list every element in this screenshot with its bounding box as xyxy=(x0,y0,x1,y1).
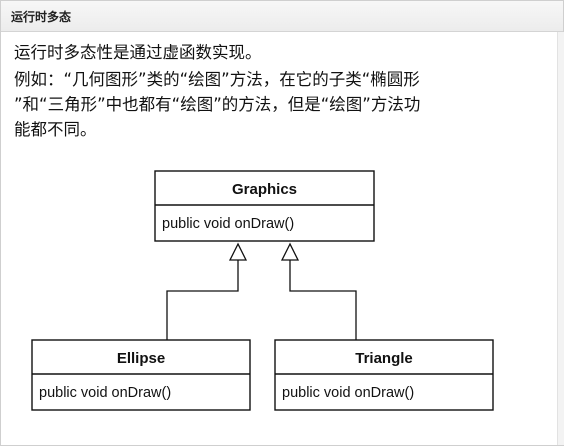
arrow-head-ellipse xyxy=(228,242,248,261)
window-title: 运行时多态 xyxy=(11,10,72,24)
class-box-ellipse: Ellipse public void onDraw() xyxy=(31,339,251,411)
class-box-triangle: Triangle public void onDraw() xyxy=(274,339,494,411)
class-method-triangle: public void onDraw() xyxy=(282,385,414,401)
intro-text: 运行时多态性是通过虚函数实现。 xyxy=(14,43,262,62)
class-name-triangle: Triangle xyxy=(355,350,413,367)
example-line-3: 能都不同。 xyxy=(14,120,97,139)
inheritance-arrow-ellipse xyxy=(166,242,248,340)
class-box-graphics-border xyxy=(154,170,375,242)
class-box-triangle-border xyxy=(274,339,494,411)
arrow-head-triangle xyxy=(280,242,300,261)
class-method-ellipse: public void onDraw() xyxy=(39,385,171,401)
class-method-graphics: public void onDraw() xyxy=(162,216,294,232)
window-titlebar: 运行时多态 xyxy=(1,1,563,32)
inheritance-arrow-triangle xyxy=(280,242,357,340)
scrollbar[interactable] xyxy=(557,32,564,445)
class-name-ellipse: Ellipse xyxy=(117,350,165,367)
example-text: 例如：“几何图形”类的“绘图”方法，在它的子类“椭圆形 ”和“三角形”中也都有“… xyxy=(14,67,554,142)
class-name-graphics: Graphics xyxy=(232,181,297,198)
arrow-line-ellipse xyxy=(166,260,239,340)
example-line-2: ”和“三角形”中也都有“绘图”的方法，但是“绘图”方法功 xyxy=(14,95,421,114)
class-box-graphics: Graphics public void onDraw() xyxy=(154,170,375,242)
example-line-1: 例如：“几何图形”类的“绘图”方法，在它的子类“椭圆形 xyxy=(14,70,420,89)
arrow-line-triangle xyxy=(289,260,357,340)
class-box-ellipse-border xyxy=(31,339,251,411)
